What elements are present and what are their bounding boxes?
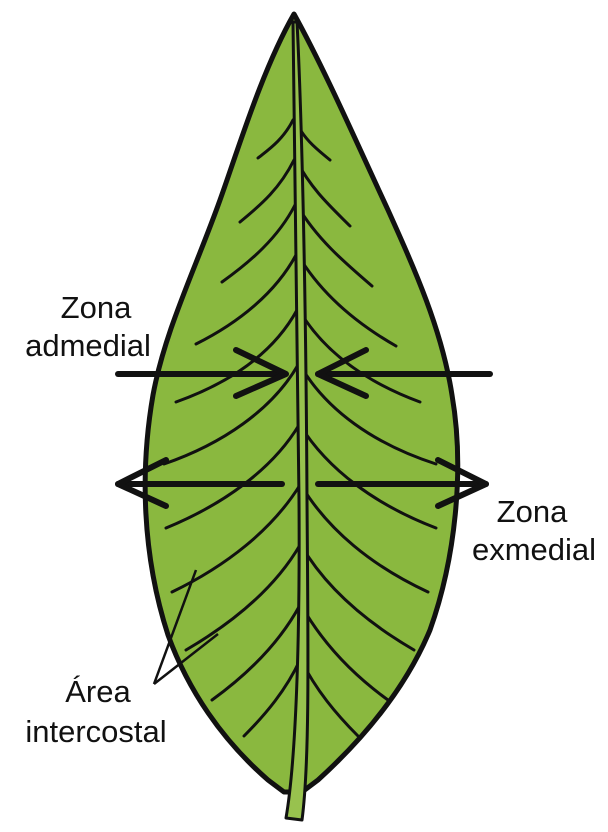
intercostal-label-line1: Área [65, 674, 131, 709]
exmedial-label-line2: exmedial [472, 532, 596, 567]
intercostal-label-line2: intercostal [25, 714, 166, 749]
admedial-label-line2: admedial [25, 328, 151, 363]
admedial-label-line1: Zona [61, 290, 132, 325]
exmedial-label-line1: Zona [497, 494, 568, 529]
